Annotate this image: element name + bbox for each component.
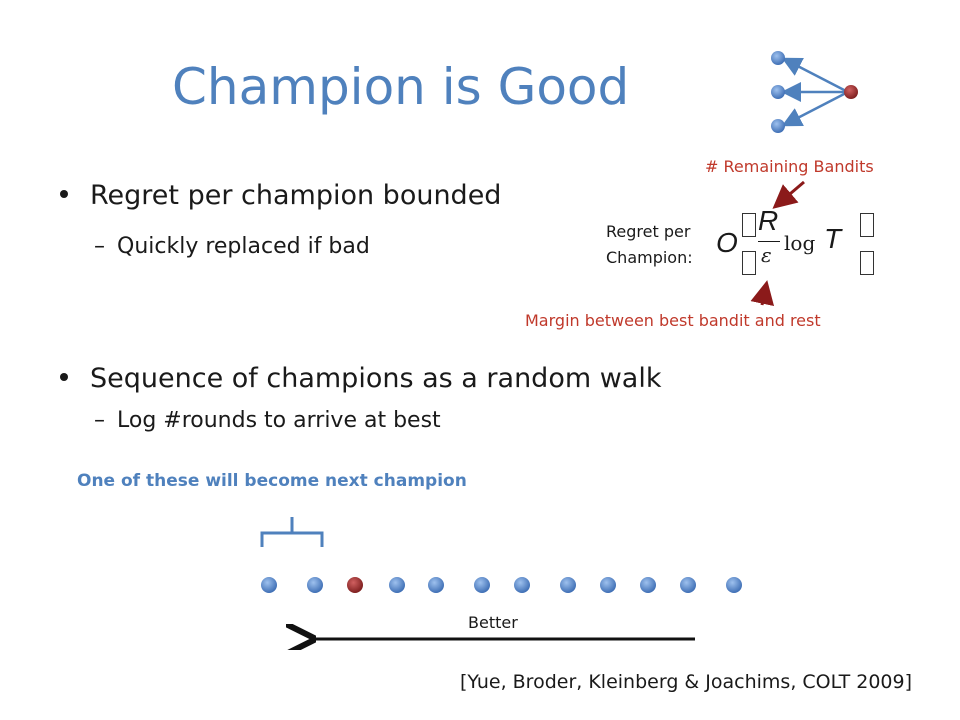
walk-bandit-dot <box>726 577 742 593</box>
walk-champion-dot <box>347 577 363 593</box>
formula-paren-box <box>860 251 874 275</box>
walk-bandit-dot <box>560 577 576 593</box>
sub-bullet-1: –Quickly replaced if bad <box>94 234 370 259</box>
annotation-arrows <box>750 180 805 307</box>
walk-bandit-dot <box>474 577 490 593</box>
bullet-1: Regret per champion bounded <box>60 180 501 211</box>
bullet-dot <box>60 372 68 381</box>
diagram-bandit-top <box>771 51 785 65</box>
random-walk-diagram <box>260 517 742 650</box>
formula-paren-box <box>860 213 874 237</box>
slide-title: Champion is Good <box>172 58 630 116</box>
better-label: Better <box>468 613 518 632</box>
walk-bandit-dot <box>640 577 656 593</box>
sub-bullet-2: –Log #rounds to arrive at best <box>94 408 441 433</box>
formula-paren-box <box>742 213 756 237</box>
walk-bandit-dot <box>307 577 323 593</box>
formula-T: T <box>824 223 842 254</box>
walk-bandit-dot <box>514 577 530 593</box>
walk-bandit-dot <box>428 577 444 593</box>
diagram-champion <box>844 85 858 99</box>
diagram-bandit-middle <box>771 85 785 99</box>
champion-bandits-diagram <box>771 51 858 133</box>
walk-bandit-dot <box>389 577 405 593</box>
margin-note: Margin between best bandit and rest <box>525 311 821 330</box>
diagram-arrow-top <box>781 57 847 93</box>
bullet-2: Sequence of champions as a random walk <box>60 363 661 394</box>
formula-O: O <box>716 227 738 258</box>
formula-R: R <box>758 205 779 236</box>
regret-formula: O R ε log T <box>716 205 903 280</box>
remaining-bandits-arrow <box>772 180 805 209</box>
margin-arrow <box>750 280 775 307</box>
diagram-bandit-bottom <box>771 119 785 133</box>
next-champion-note: One of these will become next champion <box>77 471 467 491</box>
walk-bandit-dot <box>680 577 696 593</box>
fraction-bar <box>758 241 780 242</box>
formula-epsilon: ε <box>761 243 772 267</box>
walk-bandit-dot <box>261 577 277 593</box>
diagram-arrow-bottom <box>781 91 847 127</box>
next-champion-bracket <box>260 517 324 547</box>
formula-label: Regret per Champion: <box>606 222 693 267</box>
walk-bandit-dot <box>600 577 616 593</box>
remaining-bandits-note: # Remaining Bandits <box>705 157 874 176</box>
formula-paren-box <box>742 251 756 275</box>
formula-log: log <box>784 231 816 255</box>
citation: [Yue, Broder, Kleinberg & Joachims, COLT… <box>460 671 913 693</box>
bullet-dot <box>60 189 68 198</box>
